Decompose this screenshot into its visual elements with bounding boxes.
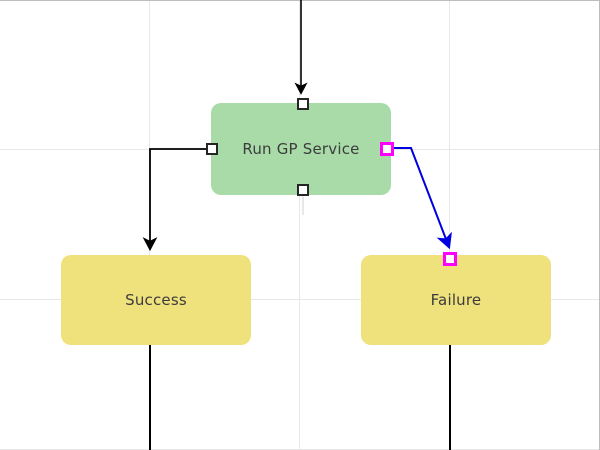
port-run-gp-bottom[interactable] [297,184,309,196]
port-run-gp-left[interactable] [206,143,218,155]
node-label-run-gp-service: Run GP Service [242,140,360,158]
edge-run-gp-to-success[interactable] [142,148,206,252]
node-label-success: Success [125,291,187,309]
edge-run-gp-to-failure[interactable] [392,147,452,250]
port-run-gp-top[interactable] [297,98,309,110]
node-label-failure: Failure [430,291,482,309]
node-failure[interactable]: Failure [361,255,551,345]
port-failure-top[interactable] [443,252,457,266]
node-success[interactable]: Success [61,255,251,345]
canvas-top-border [0,0,600,1]
node-run-gp-service[interactable]: Run GP Service [211,103,391,195]
port-run-gp-right[interactable] [380,142,394,156]
